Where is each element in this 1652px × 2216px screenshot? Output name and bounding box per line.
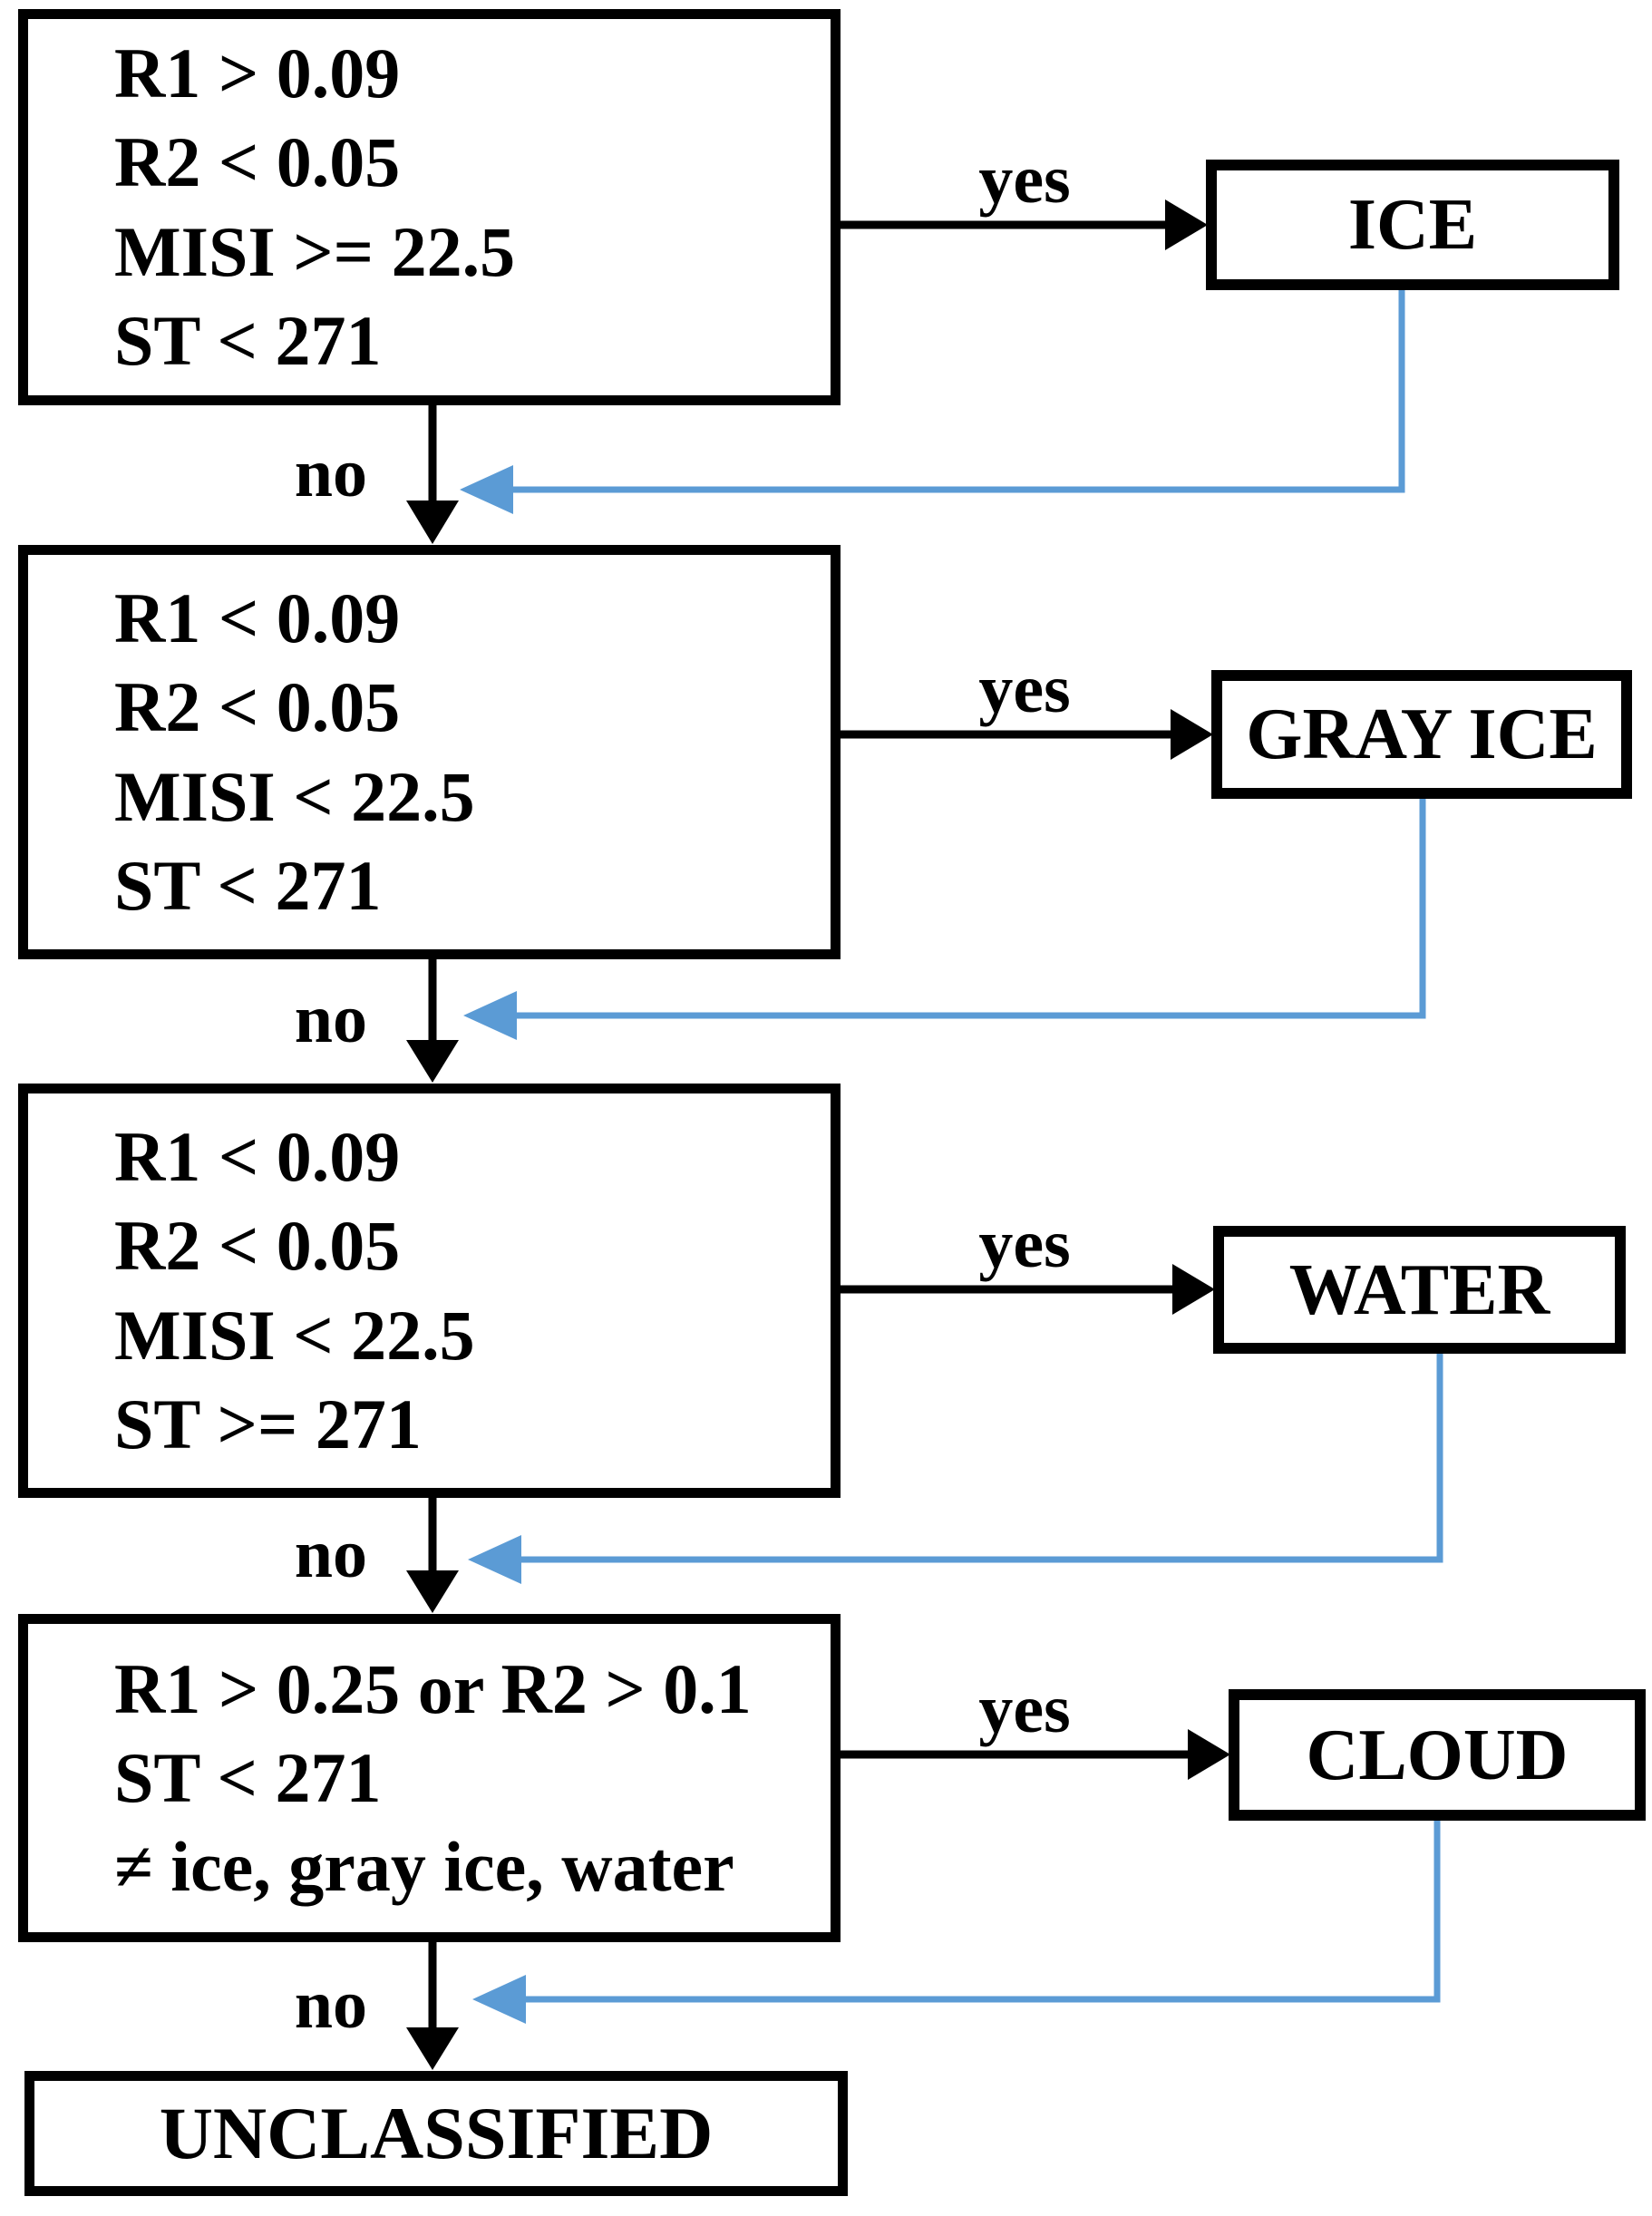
arrowhead-down-icon — [406, 501, 459, 544]
decision-box-3: R1 < 0.09 R2 < 0.05 MISI < 22.5 ST >= 27… — [18, 1084, 841, 1498]
condition-line: R1 < 0.09 — [114, 1116, 401, 1196]
arrowhead-right-icon — [1171, 709, 1213, 760]
arrowhead-left-icon — [472, 1975, 526, 2024]
terminal-label: UNCLASSIFIED — [159, 2092, 714, 2174]
result-box-ice: ICE — [1206, 160, 1619, 290]
condition-line: ST >= 271 — [114, 1384, 422, 1463]
arrowhead-down-icon — [406, 2027, 459, 2070]
arrowhead-left-icon — [468, 1535, 521, 1584]
arrowhead-right-icon — [1165, 199, 1208, 250]
no-label-4: no — [294, 1967, 367, 2043]
yes-label-3: yes — [978, 1206, 1071, 1282]
condition-line: MISI < 22.5 — [114, 1295, 475, 1375]
no-edge-3 — [406, 1498, 459, 1613]
condition-line: ≠ ice, gray ice, water — [114, 1827, 734, 1907]
condition-line: ST < 271 — [114, 1737, 382, 1817]
condition-line: R2 < 0.05 — [114, 1206, 401, 1286]
condition-line: R1 > 0.09 — [114, 33, 401, 112]
result-label: GRAY ICE — [1246, 695, 1598, 774]
condition-line: ST < 271 — [114, 845, 382, 925]
result-label: CLOUD — [1306, 1715, 1569, 1795]
result-label: WATER — [1288, 1249, 1550, 1330]
condition-line: R2 < 0.05 — [114, 667, 401, 747]
yes-label-4: yes — [978, 1671, 1071, 1747]
arrowhead-down-icon — [406, 1040, 459, 1083]
terminal-box-unclassified: UNCLASSIFIED — [24, 2071, 848, 2196]
no-label-3: no — [294, 1516, 367, 1592]
no-edge-4 — [406, 1942, 459, 2070]
no-edge-2 — [406, 959, 459, 1083]
condition-line: R2 < 0.05 — [114, 122, 401, 202]
decision-box-1: R1 > 0.09 R2 < 0.05 MISI >= 22.5 ST < 27… — [18, 9, 841, 405]
decision-box-4: R1 > 0.25 or R2 > 0.1 ST < 271 ≠ ice, gr… — [18, 1614, 841, 1942]
decision-box-2: R1 < 0.09 R2 < 0.05 MISI < 22.5 ST < 271 — [18, 545, 841, 959]
arrowhead-left-icon — [463, 991, 517, 1040]
yes-label-2: yes — [978, 651, 1071, 727]
condition-line: R1 > 0.25 or R2 > 0.1 — [114, 1648, 752, 1728]
no-label-1: no — [294, 435, 367, 511]
condition-line: R1 < 0.09 — [114, 578, 401, 657]
yes-label-1: yes — [978, 141, 1071, 218]
result-box-water: WATER — [1213, 1226, 1626, 1354]
no-edge-1 — [406, 405, 459, 544]
result-box-gray-ice: GRAY ICE — [1211, 670, 1632, 799]
arrowhead-left-icon — [460, 465, 513, 514]
arrowhead-down-icon — [406, 1570, 459, 1613]
no-label-2: no — [294, 981, 367, 1057]
arrowhead-right-icon — [1172, 1264, 1215, 1315]
result-label: ICE — [1347, 185, 1478, 265]
arrowhead-right-icon — [1188, 1729, 1230, 1780]
condition-line: ST < 271 — [114, 300, 382, 380]
condition-line: MISI >= 22.5 — [114, 211, 516, 291]
condition-line: MISI < 22.5 — [114, 756, 475, 836]
result-box-cloud: CLOUD — [1229, 1689, 1646, 1821]
